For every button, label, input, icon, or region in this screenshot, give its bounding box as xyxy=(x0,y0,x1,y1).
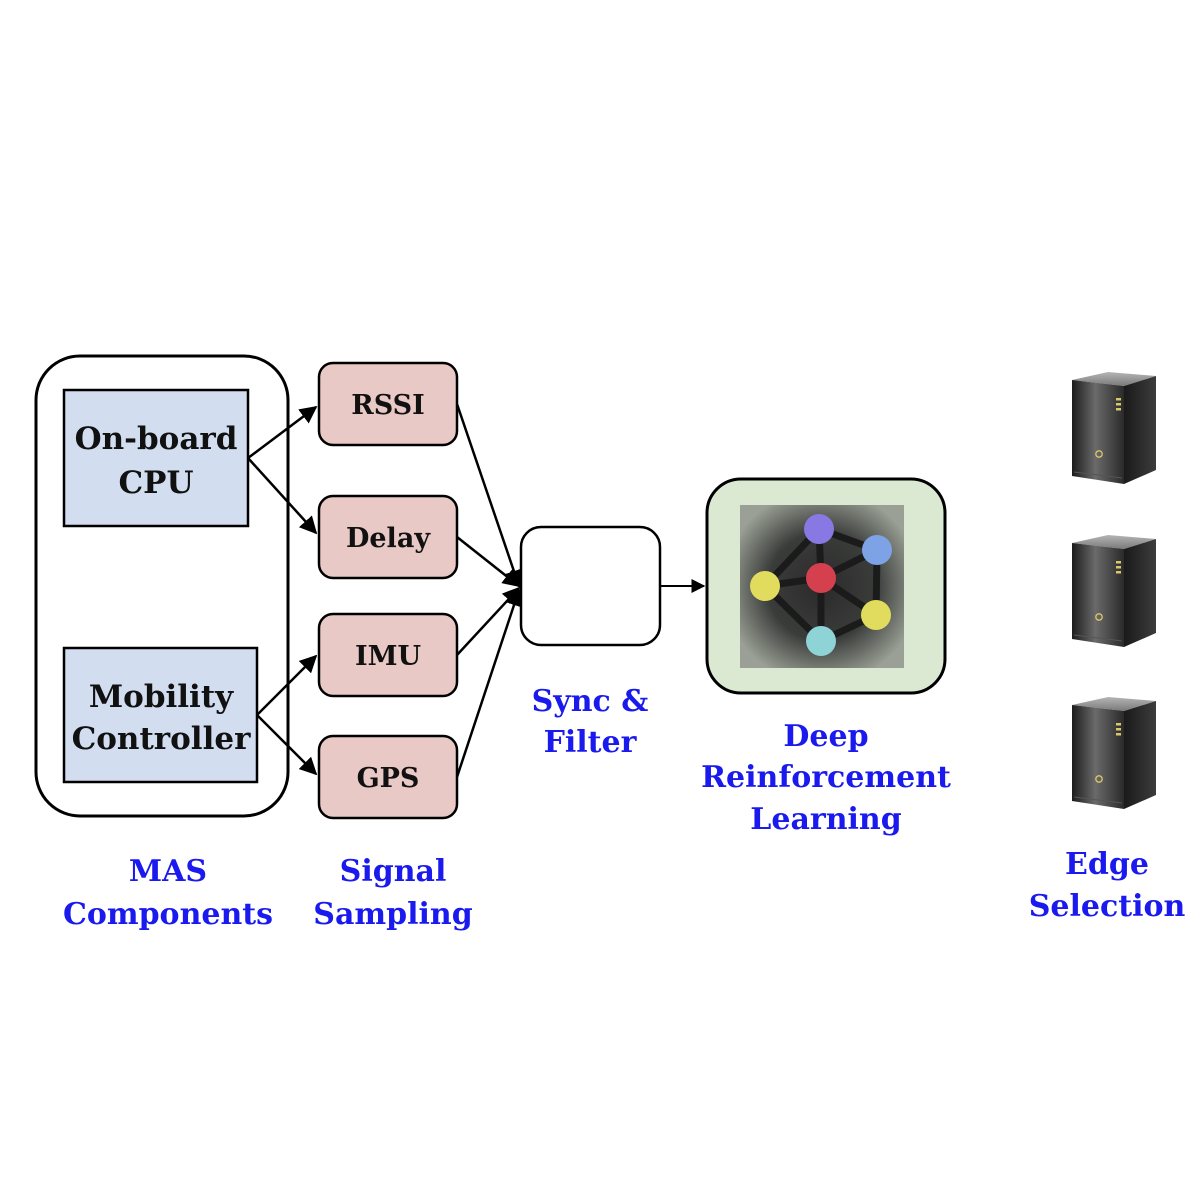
signal-sampling-caption-2: Sampling xyxy=(313,897,472,932)
mas-components-caption-2: Components xyxy=(63,897,273,932)
onboard-cpu-label-1: On-board xyxy=(75,421,238,457)
component-to-signal-arrows xyxy=(247,405,318,776)
mas-components-caption-1: MAS xyxy=(129,854,207,889)
onboard-cpu-box xyxy=(62,388,250,528)
mobility-controller-label-1: Mobility xyxy=(89,679,234,715)
signal-to-sync-arrows xyxy=(455,403,523,778)
gps-label: GPS xyxy=(357,763,420,794)
server-tower-icon xyxy=(1071,534,1157,648)
drl-caption-1: Deep xyxy=(783,719,868,754)
edge-selection-caption-2: Selection xyxy=(1029,889,1186,924)
drl-caption-3: Learning xyxy=(750,802,901,837)
delay-label: Delay xyxy=(346,523,431,554)
server-tower-icon xyxy=(1071,696,1157,810)
rssi-label: RSSI xyxy=(351,390,424,421)
onboard-cpu-label-2: CPU xyxy=(118,465,193,501)
drl-caption-2: Reinforcement xyxy=(701,760,951,795)
sync-filter-box xyxy=(519,525,662,647)
imu-label: IMU xyxy=(355,641,421,672)
sync-filter-caption-1: Sync & xyxy=(532,684,649,719)
mobility-controller-box xyxy=(62,646,259,784)
neural-network-icon xyxy=(740,505,904,668)
sync-filter-caption-2: Filter xyxy=(544,725,638,760)
signal-sampling-caption-1: Signal xyxy=(340,854,447,889)
server-tower-icon xyxy=(1071,371,1157,485)
edge-selection-caption-1: Edge xyxy=(1065,847,1149,882)
mobility-controller-label-2: Controller xyxy=(72,721,251,757)
